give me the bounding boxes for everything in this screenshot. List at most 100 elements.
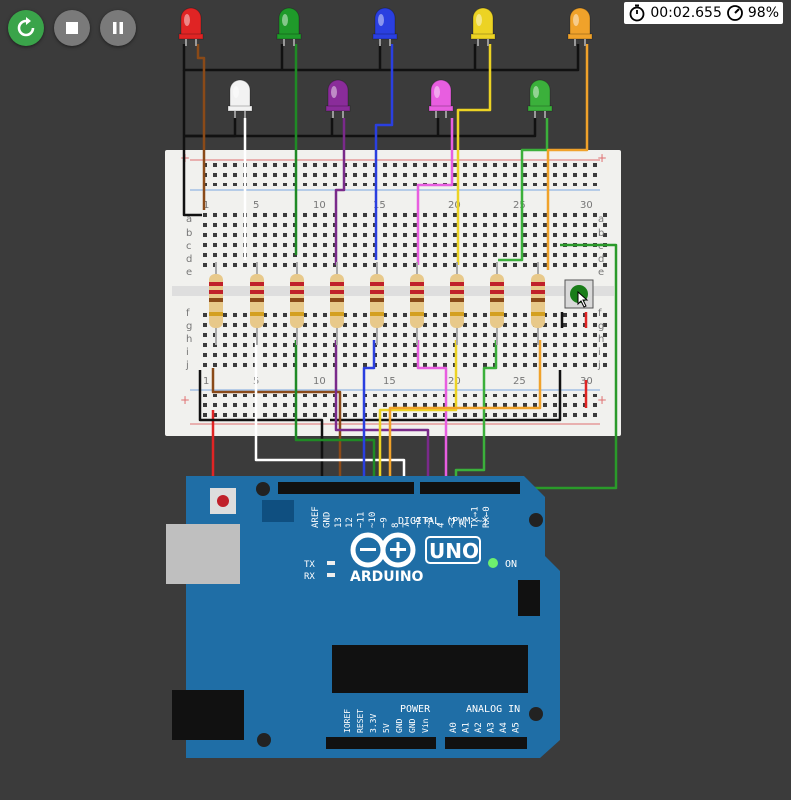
pin-label: 13 — [334, 517, 344, 528]
row-letter: j — [597, 360, 601, 371]
pin-label: AREF — [311, 506, 321, 528]
simulation-speed: 98% — [747, 5, 779, 21]
pin-label: A2 — [474, 722, 484, 733]
led-second-1[interactable] — [227, 79, 253, 118]
rail-plus: + — [597, 393, 607, 407]
breadboard[interactable]: 1 5 10 15 20 25 30 1 5 10 15 20 25 30 a … — [165, 150, 621, 436]
pin-label: A5 — [512, 722, 522, 733]
row-letter: b — [186, 228, 192, 239]
resistor-4[interactable] — [330, 262, 344, 345]
led-top-1[interactable] — [178, 7, 204, 46]
column-number: 30 — [580, 200, 593, 211]
arduino-uno[interactable]: UNO ARDUINO ON TX RX DIGITAL (PWM ~) POW… — [166, 476, 560, 758]
stop-simulation-button[interactable] — [54, 10, 90, 46]
digital-header-2 — [420, 482, 520, 494]
row-letter: a — [186, 214, 192, 225]
simulation-status: 00:02.655 98% — [624, 2, 783, 24]
pin-label: GND — [322, 512, 332, 528]
pin-label: ~9 — [379, 517, 389, 528]
pin-label: GND — [395, 718, 404, 733]
pin-label: GND — [408, 718, 417, 733]
analog-label: ANALOG IN — [466, 704, 520, 715]
resistor-9[interactable] — [531, 262, 545, 345]
column-number: 10 — [313, 376, 326, 387]
pin-label: 2 — [459, 523, 469, 528]
row-letter: a — [598, 214, 604, 225]
led-second-2[interactable] — [325, 79, 351, 118]
row-letter: j — [185, 360, 189, 371]
column-number: 20 — [448, 376, 461, 387]
pin-label: A0 — [449, 722, 459, 733]
pin-label: A4 — [499, 722, 509, 733]
resistor-2[interactable] — [250, 262, 264, 345]
hand-cursor-icon — [577, 290, 589, 308]
led-top-5[interactable] — [567, 7, 593, 46]
pin-label: ~6 — [414, 517, 424, 528]
pin-label: 5V — [382, 723, 391, 733]
led-top-4[interactable] — [470, 7, 496, 46]
row-letter: g — [186, 321, 192, 332]
restart-simulation-button[interactable] — [8, 10, 44, 46]
digital-label: DIGITAL (PWM ~) — [398, 516, 488, 527]
led-second-4[interactable] — [527, 79, 553, 118]
led-wires — [182, 44, 589, 270]
microcontroller-chip — [332, 645, 528, 693]
pin-label: TX→1 — [471, 506, 481, 528]
pin-label: A3 — [487, 722, 497, 733]
pause-simulation-button[interactable] — [100, 10, 136, 46]
pin-label: ~11 — [357, 512, 367, 528]
on-label: ON — [505, 559, 517, 570]
row-letter: f — [186, 308, 190, 319]
resistor-7[interactable] — [450, 262, 464, 345]
pushbutton[interactable] — [564, 279, 594, 309]
row-letter: f — [598, 308, 602, 319]
pin-label: 7 — [402, 523, 412, 528]
simulation-timer: 00:02.655 — [650, 5, 722, 21]
speedometer-icon — [726, 5, 743, 21]
column-number: 15 — [383, 376, 396, 387]
led-top-2[interactable] — [276, 7, 302, 46]
resistor-5[interactable] — [370, 262, 384, 345]
digital-header-1 — [278, 482, 414, 494]
row-letters: a b c d e f g h i j a b c d e f g h i j — [185, 214, 604, 371]
on-led — [488, 558, 498, 568]
led-group[interactable] — [178, 7, 593, 118]
rail-plus: + — [597, 151, 607, 165]
column-number: 5 — [253, 200, 259, 211]
power-jack — [172, 690, 244, 740]
top-power-rail — [200, 162, 600, 186]
resistor-6[interactable] — [410, 262, 424, 345]
column-numbers-top: 1 5 10 15 20 25 30 — [203, 200, 593, 211]
bottom-power-rail — [200, 394, 600, 418]
pin-label: ~3 — [448, 517, 458, 528]
restart-icon — [17, 17, 35, 37]
row-letter: d — [598, 254, 604, 265]
rail-plus: + — [180, 393, 190, 407]
pin-label: ~10 — [368, 512, 378, 528]
led-second-3[interactable] — [428, 79, 454, 118]
terminal-strip-top — [200, 212, 610, 272]
pause-icon — [113, 22, 123, 34]
pin-label: 12 — [345, 517, 355, 528]
row-letter: i — [186, 347, 189, 358]
row-letter: e — [598, 267, 604, 278]
stop-icon — [66, 22, 78, 34]
column-number: 1 — [203, 200, 209, 211]
column-number: 25 — [513, 376, 526, 387]
row-letter: i — [598, 347, 601, 358]
stopwatch-icon — [629, 4, 645, 22]
resistor-3[interactable] — [290, 262, 304, 345]
power-label: POWER — [400, 704, 431, 715]
analog-header — [445, 737, 527, 749]
led-top-3[interactable] — [372, 7, 398, 46]
pin-label: IOREF — [343, 709, 352, 733]
pin-label: Vin — [421, 718, 430, 733]
row-letter: h — [186, 334, 192, 345]
resistor-1[interactable] — [209, 262, 223, 345]
row-letter: e — [186, 267, 192, 278]
pin-label: RX←0 — [482, 506, 492, 528]
resistor-8[interactable] — [490, 262, 504, 345]
resistor-row[interactable] — [209, 262, 545, 345]
